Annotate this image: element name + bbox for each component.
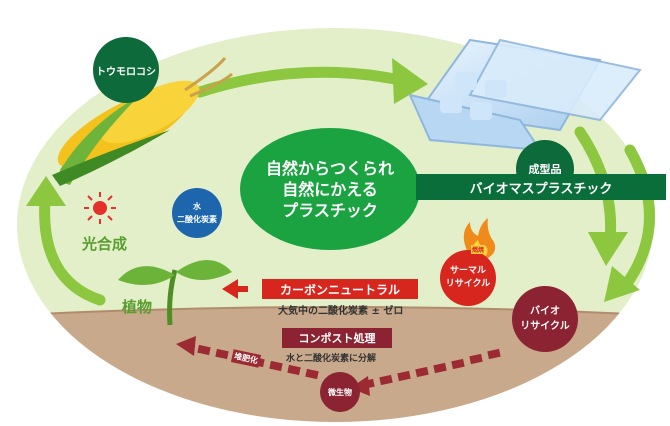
- center-line-2: 自然にかえる: [282, 179, 378, 199]
- product-label: 成型品: [528, 163, 562, 176]
- photosynthesis-label: 光合成: [82, 235, 128, 253]
- fire-label: 燃焼: [471, 245, 486, 254]
- corn-label: トウモロコシ: [96, 66, 156, 78]
- microbe-label: 微生物: [328, 387, 352, 397]
- carbon-neutral-title: カーボンニュートラル: [279, 282, 400, 297]
- bioplastic-label: バイオマスプラスチック: [469, 181, 613, 197]
- corn-icon: [52, 57, 233, 186]
- water-co2-badge: 水 二酸化炭素: [172, 188, 222, 238]
- arrow-corn-to-product: [194, 58, 428, 104]
- center-message: 自然からつくられ 自然にかえる プラスチック: [240, 128, 420, 250]
- sun-icon: [84, 192, 116, 224]
- bioplastic-banner: バイオマスプラスチック: [416, 174, 666, 200]
- co2-label: 二酸化炭素: [177, 215, 217, 224]
- corn-badge: トウモロコシ: [93, 37, 159, 103]
- thermal-recycle-badge: サーマル リサイクル: [440, 250, 496, 306]
- center-line-3: プラスチック: [282, 200, 378, 220]
- compost-sub: 水と二酸化炭素に分解: [286, 354, 377, 364]
- compost-banner: コンポスト処理: [282, 328, 392, 348]
- sprout-icon: [118, 260, 232, 326]
- thermal-line-2: リサイクル: [445, 279, 491, 289]
- tray-icon: [408, 38, 642, 152]
- bio-line-1: バイオ: [530, 306, 560, 317]
- arrow-product-to-bio: [604, 144, 655, 302]
- bio-recycle-badge: バイオ リサイクル: [512, 286, 578, 352]
- plant-label: 植物: [122, 298, 153, 316]
- bio-line-2: リサイクル: [520, 321, 570, 332]
- red-arrow-icon: [222, 279, 248, 299]
- compost-title: コンポスト処理: [298, 332, 376, 345]
- carbon-neutral-sub: 大気中の二酸化炭素 ± ゼロ: [278, 306, 404, 317]
- carbon-neutral-banner: カーボンニュートラル: [262, 279, 418, 299]
- microbe-badge: 微生物: [320, 372, 360, 412]
- center-line-1: 自然からつくられ: [265, 158, 394, 178]
- thermal-line-1: サーマル: [449, 266, 486, 276]
- water-label: 水: [193, 202, 201, 211]
- arrow-plant-to-corn: [26, 176, 106, 306]
